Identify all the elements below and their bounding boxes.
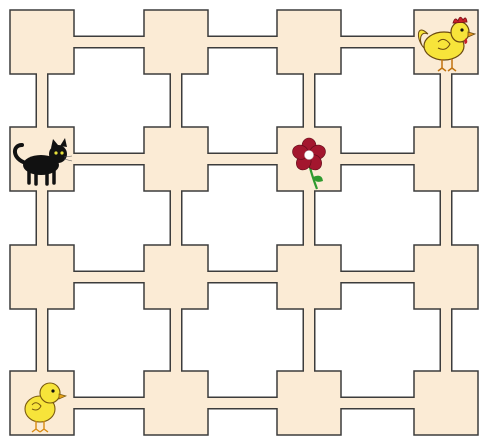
path-outlines — [36, 36, 453, 410]
path-connector — [304, 72, 314, 129]
path-connector — [339, 154, 416, 164]
path-fills — [37, 37, 451, 408]
path-connector — [171, 189, 181, 247]
path-connector — [206, 272, 279, 282]
path-connector — [441, 189, 451, 247]
board-tile-r4-c4[interactable] — [414, 371, 478, 435]
board-tile-r3-c1[interactable] — [10, 245, 74, 309]
path-connector — [206, 398, 279, 408]
board-tile-r3-c3[interactable] — [277, 245, 341, 309]
board-tile-r2-c4[interactable] — [414, 127, 478, 191]
path-connector — [37, 307, 47, 373]
path-connector — [37, 72, 47, 129]
path-connector — [171, 307, 181, 373]
path-connector — [171, 72, 181, 129]
path-connector — [37, 189, 47, 247]
path-connector — [339, 37, 416, 47]
path-connector — [304, 189, 314, 247]
path-connector — [206, 154, 279, 164]
path-connector — [72, 398, 146, 408]
path-connector — [441, 72, 451, 129]
pieces-layer — [15, 17, 475, 432]
board-tile-r4-c3[interactable] — [277, 371, 341, 435]
path-connector — [72, 154, 146, 164]
board-tile-r1-c2[interactable] — [144, 10, 208, 74]
tile-grid — [10, 10, 478, 435]
board-tile-r4-c2[interactable] — [144, 371, 208, 435]
path-connector — [304, 307, 314, 373]
board-tile-r3-c2[interactable] — [144, 245, 208, 309]
path-connector — [206, 37, 279, 47]
board-tile-r2-c2[interactable] — [144, 127, 208, 191]
board-tile-r1-c1[interactable] — [10, 10, 74, 74]
path-connector — [72, 37, 146, 47]
path-connector — [339, 272, 416, 282]
path-connector — [441, 307, 451, 373]
path-connector — [72, 272, 146, 282]
board-tile-r1-c3[interactable] — [277, 10, 341, 74]
board-tile-r3-c4[interactable] — [414, 245, 478, 309]
path-connector — [339, 398, 416, 408]
